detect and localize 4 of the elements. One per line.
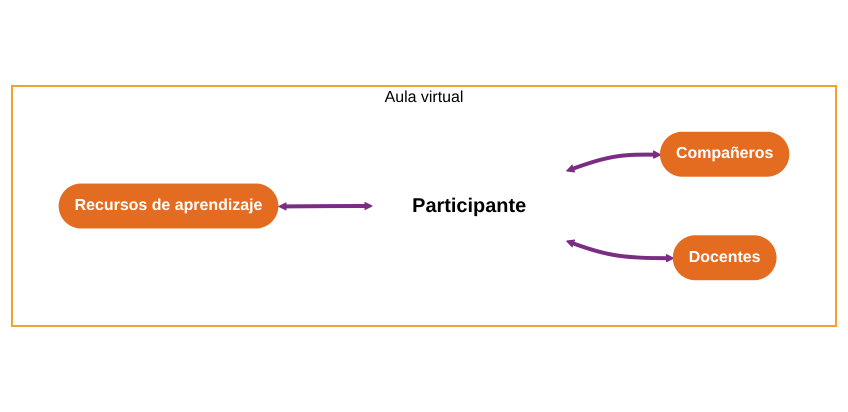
arrow [566,150,662,173]
arrow [278,202,373,211]
node-text: Participante [412,195,526,217]
arrow [566,239,674,263]
